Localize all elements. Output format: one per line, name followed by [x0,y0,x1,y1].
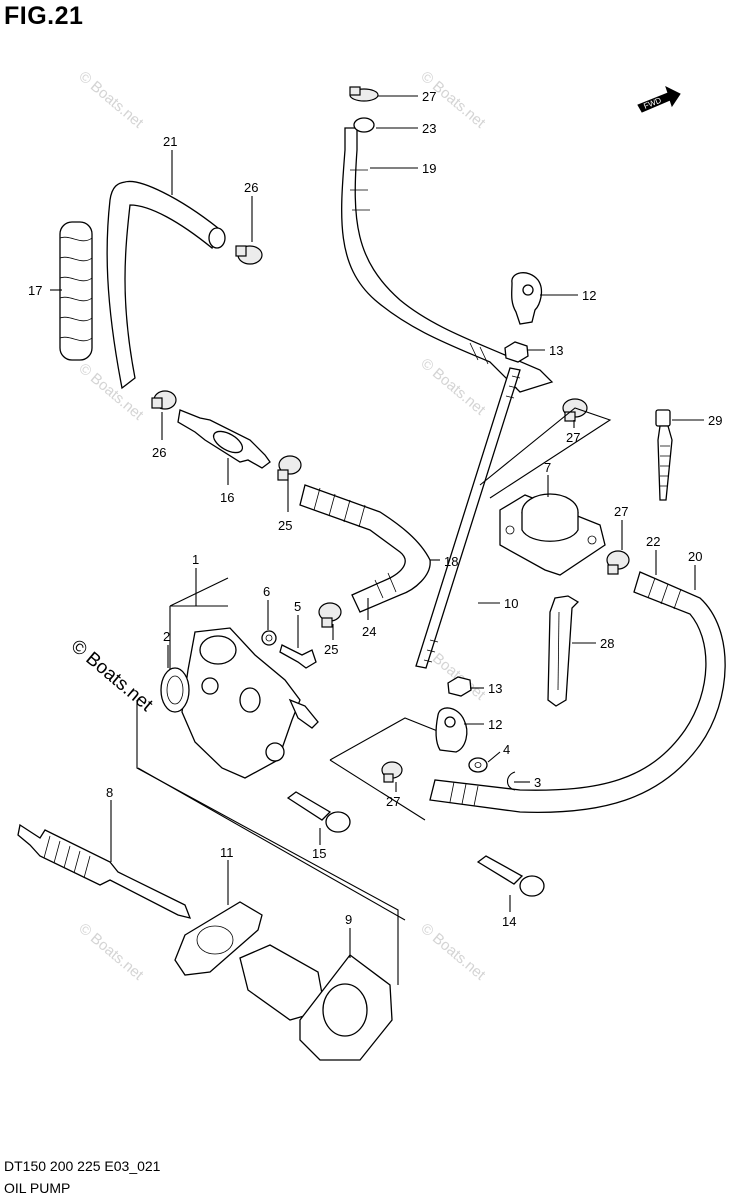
driven-gear-8 [17,823,192,919]
clip-3 [506,771,516,791]
callout-labels: 27 23 19 21 26 17 12 13 26 16 25 27 29 7… [28,89,722,929]
callout-12: 12 [582,288,596,303]
callout-4: 4 [503,742,510,757]
strap-29 [655,409,673,501]
figure-title: FIG.21 [4,2,84,30]
watermark: © Boats.net [417,920,489,984]
callout-10: 10 [504,596,518,611]
watermark: © Boats.net [75,360,147,424]
bolt-10 [415,367,521,669]
callout-11: 11 [220,845,234,860]
clamp-26-upper [235,245,263,265]
callout-17: 17 [28,283,42,298]
clamp-25-upper [277,455,302,481]
figure-name: OIL PUMP [4,1180,71,1196]
spring-17 [59,221,93,361]
callout-20: 20 [688,549,702,564]
hose-20 [429,571,726,814]
joint-12-lower [435,707,468,753]
callout-22: 22 [646,534,660,549]
clamp-26-lower [151,390,177,410]
callout-27: 27 [614,504,628,519]
callout-25: 25 [324,642,338,657]
figure-code: DT150 200 225 E03_021 [4,1158,161,1174]
washer-6 [261,630,277,646]
bolt-14 [476,855,545,897]
watermark: © Boats.net [75,920,147,984]
washer-4 [468,757,488,773]
callout-6: 6 [263,584,270,599]
leader-lines [50,95,704,958]
hose-21 [106,180,226,390]
callout-1: 1 [192,552,199,567]
callout-3: 3 [534,775,541,790]
clamp-27-right [562,398,588,422]
callout-29: 29 [708,413,722,428]
callout-28: 28 [600,636,614,651]
watermark: © Boats.net [417,355,489,419]
screw-5 [279,644,317,669]
nut-13-lower [447,676,472,697]
callout-27: 27 [386,794,400,809]
callout-26: 26 [244,180,258,195]
callout-27: 27 [422,89,436,104]
callout-5: 5 [294,599,301,614]
callout-7: 7 [544,460,551,475]
watermark: © Boats.net [75,68,147,132]
callout-12: 12 [488,717,502,732]
check-valve-16 [177,409,271,469]
callout-23: 23 [422,121,436,136]
callout-15: 15 [312,846,326,861]
gasket-11 [174,901,263,976]
clamp-27-top [349,86,379,102]
callout-25: 25 [278,518,292,533]
callout-16: 16 [220,490,234,505]
oil-filter-7 [499,493,606,576]
leader-box-lines [136,407,612,985]
callout-8: 8 [106,785,113,800]
clamp-25-lower [318,602,342,628]
callout-13: 13 [549,343,563,358]
callout-19: 19 [422,161,436,176]
gasket-2 [160,667,190,713]
clamp-27-side [606,550,630,575]
callout-9: 9 [345,912,352,927]
clamp-27-lower [381,761,403,783]
case-9 [239,944,393,1061]
bracket-28 [547,595,580,707]
fwd-label: FWD [642,96,662,111]
callout-13: 13 [488,681,502,696]
callout-26: 26 [152,445,166,460]
callout-27: 27 [566,430,580,445]
callout-18: 18 [444,554,458,569]
nut-13-upper [504,341,529,363]
hose-18 [299,484,431,613]
watermark-large: © Boats.net [67,636,157,717]
bolt-15 [286,791,351,833]
fwd-arrow-icon: FWD [637,86,681,113]
callout-2: 2 [163,629,170,644]
joint-12-upper [511,272,543,325]
callout-21: 21 [163,134,177,149]
hose-19 [341,117,554,393]
oil-pump-1 [181,627,319,779]
callout-24: 24 [362,624,376,639]
callout-14: 14 [502,914,516,929]
